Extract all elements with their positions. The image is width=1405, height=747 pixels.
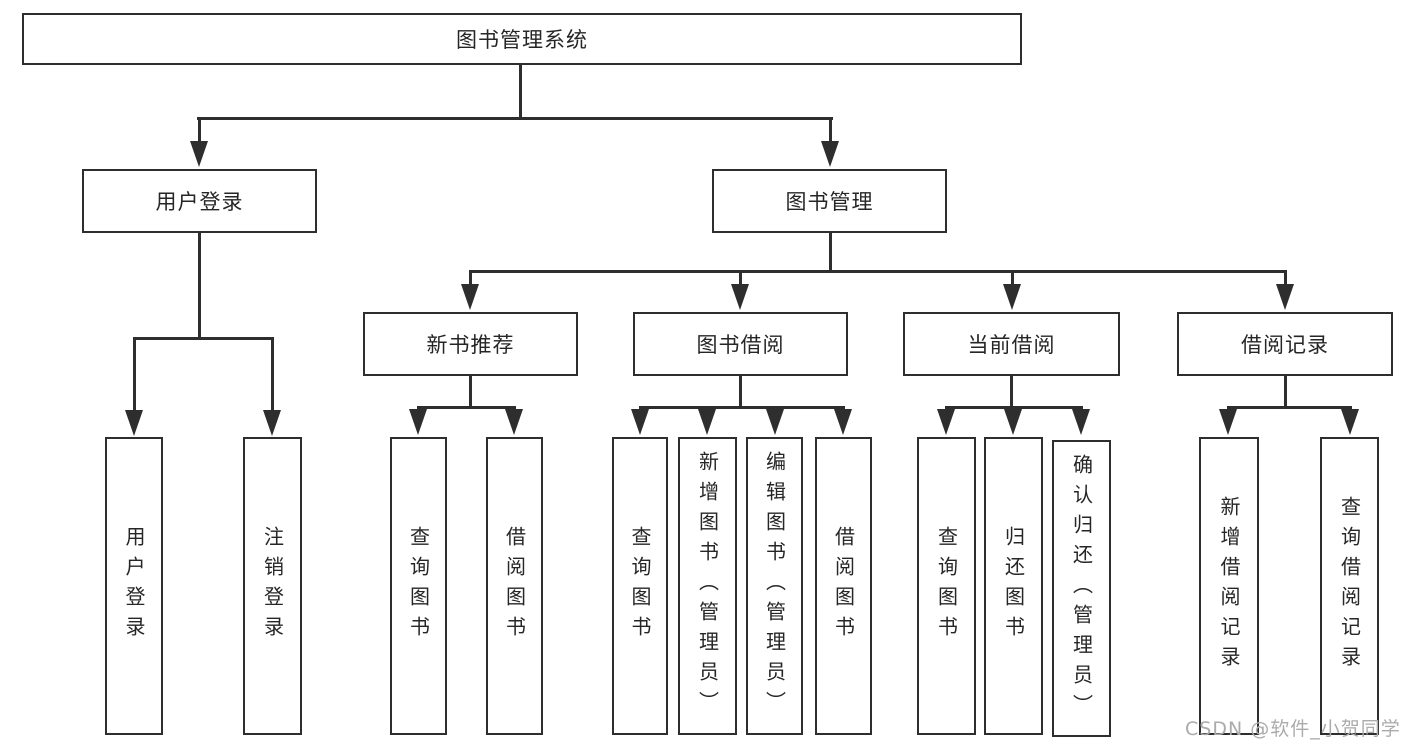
- connector-line: [519, 65, 522, 120]
- arrow-down-icon: [1003, 284, 1021, 310]
- arrow-down-icon: [461, 284, 479, 310]
- arrow-down-icon: [1004, 409, 1022, 435]
- node-new-book-recommend: 新书推荐: [363, 312, 578, 376]
- connector-line: [198, 233, 201, 340]
- node-user-login-label: 用户登录: [155, 190, 244, 214]
- connector-line: [1010, 376, 1013, 409]
- connector-line: [739, 273, 742, 286]
- leaf-borrow-book-recommend: 借阅图书: [486, 437, 543, 735]
- connector-line: [197, 117, 833, 120]
- connector-line: [133, 340, 136, 412]
- node-borrow-records: 借阅记录: [1177, 312, 1393, 376]
- arrow-down-icon: [263, 410, 281, 436]
- node-book-management: 图书管理: [712, 169, 947, 233]
- node-book-borrow-label: 图书借阅: [696, 333, 785, 357]
- connector-line: [417, 406, 516, 409]
- leaf-return-book: 归还图书: [984, 437, 1043, 735]
- connector-line: [829, 233, 832, 270]
- arrow-down-icon: [731, 284, 749, 310]
- node-book-management-label: 图书管理: [785, 190, 874, 214]
- connector-line: [739, 376, 742, 409]
- node-current-borrow: 当前借阅: [903, 312, 1120, 376]
- connector-line: [469, 376, 472, 409]
- arrow-down-icon: [1276, 284, 1294, 310]
- leaf-query-book-current-label: 查询图书: [934, 526, 959, 646]
- arrow-down-icon: [631, 409, 649, 435]
- leaf-confirm-return-admin: 确认归还（管理员）: [1052, 440, 1111, 737]
- connector-line: [469, 273, 472, 286]
- node-new-book-recommend-label: 新书推荐: [426, 333, 515, 357]
- connector-line: [945, 406, 1083, 409]
- leaf-query-book-borrow-label: 查询图书: [628, 526, 652, 646]
- arrow-down-icon: [409, 409, 427, 435]
- leaf-add-borrow-record-label: 新增借阅记录: [1217, 496, 1241, 676]
- node-root-label: 图书管理系统: [456, 28, 588, 52]
- leaf-query-borrow-record-label: 查询借阅记录: [1337, 496, 1362, 676]
- connector-line: [133, 337, 274, 340]
- connector-line: [1227, 406, 1352, 409]
- leaf-query-borrow-record: 查询借阅记录: [1320, 437, 1379, 735]
- arrow-down-icon: [698, 409, 716, 435]
- arrow-down-icon: [834, 409, 852, 435]
- connector-line: [1011, 273, 1014, 286]
- leaf-edit-book-admin: 编辑图书（管理员）: [746, 437, 803, 735]
- arrow-down-icon: [766, 409, 784, 435]
- node-current-borrow-label: 当前借阅: [967, 333, 1056, 357]
- leaf-user-login-label: 用户登录: [122, 526, 146, 646]
- arrow-down-icon: [821, 141, 839, 167]
- leaf-user-login: 用户登录: [105, 437, 163, 735]
- node-user-login: 用户登录: [82, 169, 317, 233]
- leaf-logout-label: 注销登录: [260, 526, 285, 646]
- connector-line: [829, 120, 832, 143]
- connector-line: [271, 340, 274, 412]
- arrow-down-icon: [937, 409, 955, 435]
- leaf-add-borrow-record: 新增借阅记录: [1199, 437, 1259, 735]
- leaf-borrow-book-borrow: 借阅图书: [815, 437, 872, 735]
- node-book-borrow: 图书借阅: [633, 312, 848, 376]
- connector-line: [469, 270, 1287, 273]
- leaf-query-book-recommend: 查询图书: [390, 437, 447, 735]
- node-root: 图书管理系统: [22, 13, 1022, 65]
- leaf-confirm-return-admin-label: 确认归还（管理员）: [1069, 453, 1094, 724]
- arrow-down-icon: [190, 141, 208, 167]
- arrow-down-icon: [125, 410, 143, 436]
- arrow-down-icon: [1341, 409, 1359, 435]
- watermark-text: CSDN @软件_小贺同学: [1185, 718, 1401, 740]
- connector-line: [198, 120, 201, 143]
- leaf-borrow-book-borrow-label: 借阅图书: [831, 526, 856, 646]
- connector-line: [1284, 376, 1287, 409]
- connector-line: [639, 406, 845, 409]
- leaf-query-book-borrow: 查询图书: [612, 437, 668, 735]
- leaf-return-book-label: 归还图书: [1001, 526, 1026, 646]
- leaf-query-book-current: 查询图书: [917, 437, 976, 735]
- arrow-down-icon: [1072, 409, 1090, 435]
- connector-line: [1284, 273, 1287, 286]
- arrow-down-icon: [1219, 409, 1237, 435]
- leaf-edit-book-admin-label: 编辑图书（管理员）: [762, 451, 787, 721]
- node-borrow-records-label: 借阅记录: [1241, 333, 1329, 357]
- leaf-add-book-admin-label: 新增图书（管理员）: [695, 451, 720, 721]
- leaf-add-book-admin: 新增图书（管理员）: [678, 437, 737, 735]
- leaf-borrow-book-recommend-label: 借阅图书: [502, 526, 527, 646]
- leaf-query-book-recommend-label: 查询图书: [406, 526, 431, 646]
- leaf-logout: 注销登录: [243, 437, 302, 735]
- arrow-down-icon: [505, 409, 523, 435]
